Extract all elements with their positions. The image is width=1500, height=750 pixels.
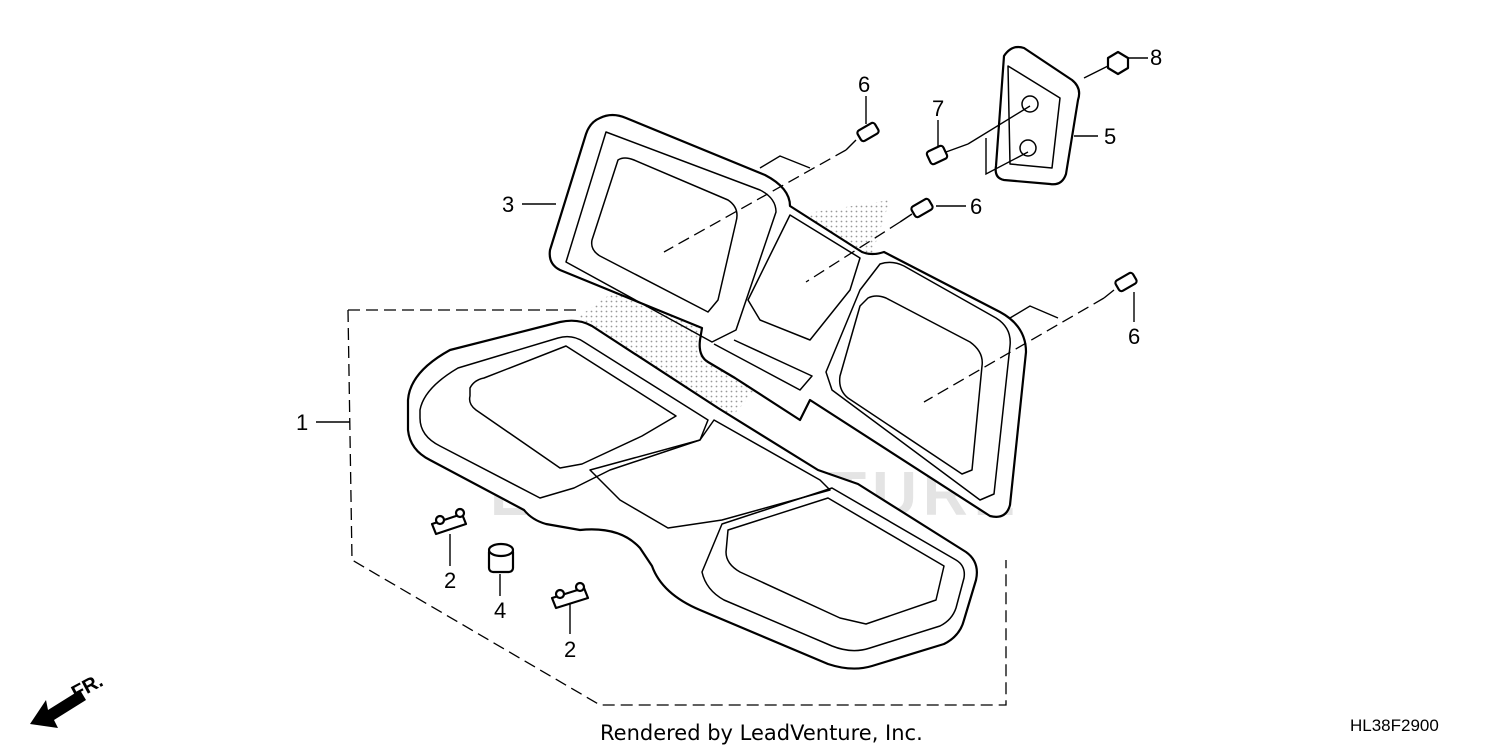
bracket-part-5 [994,45,1098,186]
callout-4: 4 [494,598,506,623]
diagram-code: HL38F2900 [1350,716,1439,735]
assembly-outline [347,309,1007,706]
bolt-part-6b [805,197,966,283]
rubber-mount-part-4 [487,542,515,596]
bolt-part-6c [923,271,1138,403]
seat-cushion [406,319,978,670]
callout-6a: 6 [858,72,870,97]
callout-7: 7 [932,96,944,121]
callout-8: 8 [1150,45,1162,70]
nut-part-8 [1083,50,1148,79]
bushing-part-2a [430,507,468,566]
callout-6c: 6 [1128,324,1140,349]
callout-1: 1 [296,410,308,435]
front-direction-arrow-icon: FR. [30,670,107,728]
callout-2b: 2 [564,637,576,662]
credit-text: Rendered by LeadVenture, Inc. [600,721,923,745]
callout-6b: 6 [970,194,982,219]
bolt-part-6a [663,96,880,253]
callout-2a: 2 [444,568,456,593]
callout-3: 3 [502,192,514,217]
callout-5: 5 [1104,124,1116,149]
bushing-part-2b [550,581,590,634]
bolt-part-7 [925,105,1031,176]
